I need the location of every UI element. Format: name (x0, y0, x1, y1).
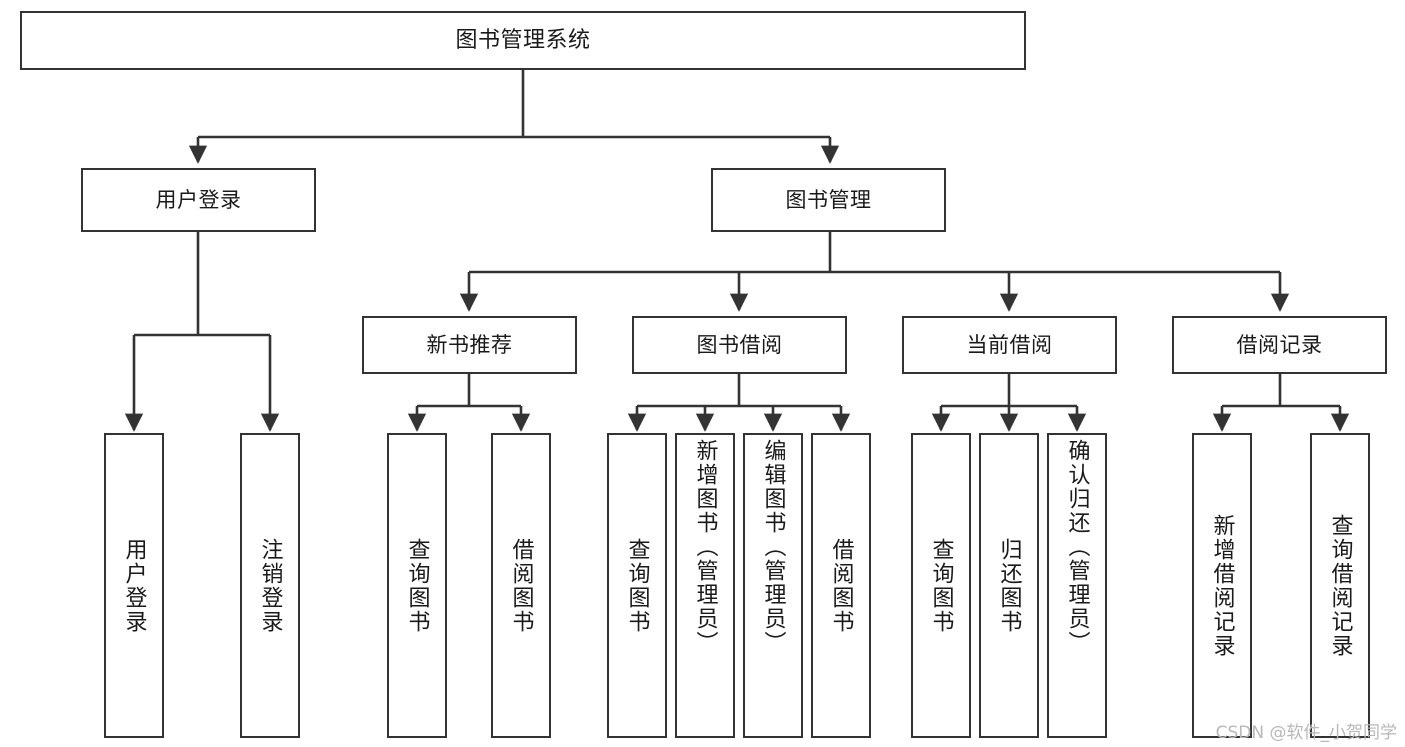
node-new-book-recommend[interactable]: 新书推荐 (362, 316, 577, 374)
watermark-text: CSDN @软件_小贺同学 (1215, 723, 1397, 743)
node-borrow-record[interactable]: 借阅记录 (1172, 316, 1387, 374)
node-label: 确认归还（管理员） (1064, 439, 1090, 655)
node-label: 查询图书 (404, 537, 430, 634)
node-label: 归还图书 (996, 537, 1022, 634)
node-label: 注销登录 (257, 537, 283, 634)
node-leaf-add-record[interactable]: 新增借阅记录 (1192, 433, 1252, 738)
node-label: 新增图书（管理员） (692, 439, 718, 655)
node-current-borrow[interactable]: 当前借阅 (902, 316, 1117, 374)
node-root-system[interactable]: 图书管理系统 (20, 11, 1026, 70)
node-leaf-query-record[interactable]: 查询借阅记录 (1310, 433, 1370, 738)
node-label: 用户登录 (155, 187, 242, 212)
node-leaf-query-book-3[interactable]: 查询图书 (911, 433, 971, 738)
node-book-manage[interactable]: 图书管理 (711, 168, 946, 232)
node-label: 当前借阅 (966, 332, 1053, 357)
node-leaf-confirm-return[interactable]: 确认归还（管理员） (1047, 433, 1107, 738)
node-label: 借阅记录 (1236, 332, 1323, 357)
node-leaf-query-book-1[interactable]: 查询图书 (387, 433, 447, 738)
node-book-borrow[interactable]: 图书借阅 (632, 316, 847, 374)
node-label: 查询图书 (928, 537, 954, 634)
node-leaf-user-login[interactable]: 用户登录 (104, 433, 164, 738)
node-label: 图书管理 (785, 187, 872, 212)
node-label: 新书推荐 (426, 332, 513, 357)
node-label: 借阅图书 (828, 537, 854, 634)
node-label: 用户登录 (121, 537, 147, 634)
node-label: 图书借阅 (696, 332, 783, 357)
node-label: 编辑图书（管理员） (760, 439, 786, 655)
node-leaf-user-logout[interactable]: 注销登录 (240, 433, 300, 738)
node-leaf-borrow-book-2[interactable]: 借阅图书 (811, 433, 871, 738)
node-label: 查询图书 (624, 537, 650, 634)
node-user-login[interactable]: 用户登录 (81, 168, 316, 232)
node-label: 图书管理系统 (455, 27, 591, 53)
node-leaf-borrow-book-1[interactable]: 借阅图书 (491, 433, 551, 738)
node-leaf-add-book[interactable]: 新增图书（管理员） (675, 433, 735, 738)
node-label: 新增借阅记录 (1209, 513, 1235, 658)
node-label: 查询借阅记录 (1327, 513, 1353, 658)
node-leaf-return-book[interactable]: 归还图书 (979, 433, 1039, 738)
node-leaf-edit-book[interactable]: 编辑图书（管理员） (743, 433, 803, 738)
node-leaf-query-book-2[interactable]: 查询图书 (607, 433, 667, 738)
node-label: 借阅图书 (508, 537, 534, 634)
